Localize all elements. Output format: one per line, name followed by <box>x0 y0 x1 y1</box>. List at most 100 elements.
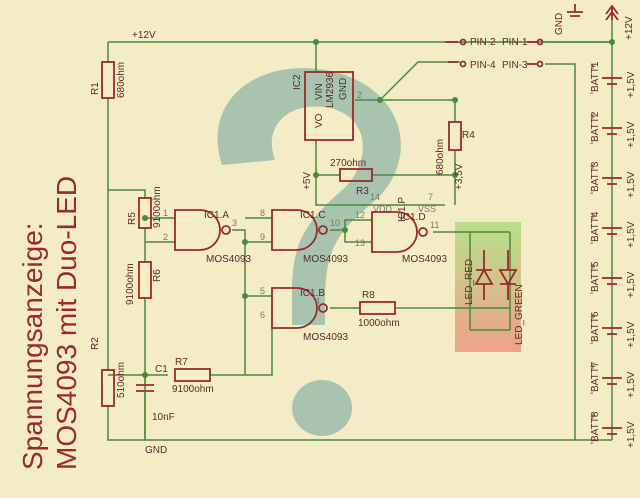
r6-name: R6 <box>152 269 163 282</box>
r4-name: R4 <box>462 130 475 141</box>
pin2-label: PIN-2 <box>470 37 496 48</box>
ic2-name: IC2 <box>292 74 303 90</box>
gate-ic1b: IC1.B MOS4093 5 6 4 <box>260 286 348 343</box>
ic1p-vdd: VDD <box>373 204 393 214</box>
capacitor-c1: C1 10nF <box>136 364 175 440</box>
battery-plates <box>602 377 622 385</box>
battery-voltage: +1,5V <box>626 371 637 398</box>
v5-label: +5V <box>302 172 313 190</box>
battery-plates <box>602 177 622 185</box>
battery-plates <box>602 127 622 135</box>
battery-cell: BATT6+1,5V+- <box>590 311 637 349</box>
resistor-r3: 270ohm R3 <box>330 158 373 197</box>
c1-value: 10nF <box>152 412 175 423</box>
battery-plus: + <box>590 262 596 273</box>
ic1a-pin2: 2 <box>163 232 168 242</box>
ic1c-part: MOS4093 <box>303 254 348 265</box>
battery-name: BATT3 <box>590 161 601 192</box>
ic1p-vss: VSS <box>418 204 436 214</box>
battery-plus: + <box>590 362 596 373</box>
r6-value: 9100ohm <box>125 263 136 305</box>
r4-value: 680ohm <box>435 139 446 175</box>
connectors: PIN-2 PIN-4 PIN-1 PIN-3 <box>445 37 544 71</box>
right-v12-label: +12V <box>624 16 635 40</box>
battery-cell: BATT8+1,5V+- <box>590 411 637 449</box>
ic1b-name: IC1.B <box>300 288 325 299</box>
battery-plus: + <box>590 162 596 173</box>
ic1d-name: IC1.D <box>400 212 426 223</box>
resistor-r6: 9100ohm R6 <box>125 261 163 305</box>
ic1c-pin9: 9 <box>260 232 265 242</box>
gate-ic1a: IC1.A MOS4093 1 2 3 <box>163 208 251 265</box>
resistor-r8: R8 1000ohm <box>358 290 400 329</box>
r7-name: R7 <box>175 357 188 368</box>
battery-cell: BATT5+1,5V+- <box>590 261 637 299</box>
ic1b-part: MOS4093 <box>303 332 348 343</box>
ic1b-pin4: 4 <box>315 296 320 306</box>
battery-minus: - <box>590 288 593 299</box>
ic1p-name: IC1.P <box>397 197 408 222</box>
r1-value: 680ohm <box>116 62 127 98</box>
r7-value: 9100ohm <box>172 384 214 395</box>
r1-name: R1 <box>90 82 101 95</box>
battery-minus: - <box>590 138 593 149</box>
pin4-label: PIN-4 <box>470 60 496 71</box>
battery-cell: BATT4+1,5V+- <box>590 211 637 249</box>
gnd-label: GND <box>145 445 167 456</box>
resistor-r1: R1 680ohm <box>90 61 127 99</box>
ic1a-name: IC1.A <box>204 210 229 221</box>
ic1b-pin6: 6 <box>260 310 265 320</box>
battery-plus: + <box>590 212 596 223</box>
resistor-r5: R5 9100ohm <box>127 186 163 229</box>
resistor-r4: R4 680ohm <box>435 121 475 175</box>
battery-minus: - <box>590 338 593 349</box>
r2-name: R2 <box>90 337 101 350</box>
battery-name: BATT2 <box>590 111 601 142</box>
r3-value: 270ohm <box>330 158 366 169</box>
ic2-gnd: GND <box>338 78 349 100</box>
resistor-r7: R7 9100ohm <box>172 357 214 395</box>
battery-plates <box>602 427 622 435</box>
battery-name: BATT5 <box>590 261 601 292</box>
r5-value: 9100ohm <box>152 186 163 228</box>
regulator-ic2: IC2 VIN LM2936 GND VO 2 <box>292 71 362 141</box>
battery-minus: - <box>590 188 593 199</box>
battery-plus: + <box>590 412 596 423</box>
battery-plus: + <box>590 112 596 123</box>
title-line2: MOS4093 mit Duo-LED <box>51 176 82 470</box>
battery-plus: + <box>590 312 596 323</box>
resistor-r2: R2 510ohm <box>90 337 127 407</box>
r8-name: R8 <box>362 290 375 301</box>
battery-name: BATT6 <box>590 311 601 342</box>
r8-value: 1000ohm <box>358 318 400 329</box>
ic1a-pin1: 1 <box>163 208 168 218</box>
battery-cell: BATT2+1,5V+- <box>590 111 637 149</box>
battery-plates <box>602 77 622 85</box>
r3-name: R3 <box>356 186 369 197</box>
power-ic: +5V +3,5V 14 7 VDD VSS IC1.P <box>302 163 465 222</box>
ic1d-pin11: 11 <box>430 220 439 230</box>
led-green-label: LED_GREEN <box>514 284 525 345</box>
gate-ic1c: IC1.C MOS4093 8 9 10 <box>260 208 348 265</box>
ic1p-pin14: 14 <box>370 192 380 202</box>
battery-stack: BATT1+1,5V+-BATT2+1,5V+-BATT3+1,5V+-BATT… <box>590 61 637 449</box>
right-rail-symbols: GND +12V <box>554 4 635 40</box>
ic1a-part: MOS4093 <box>206 254 251 265</box>
ic2-vo: VO <box>314 113 325 128</box>
r2-value: 510ohm <box>116 362 127 398</box>
ic1c-pin10: 10 <box>330 218 340 228</box>
gate-ic1d: IC1.D MOS4093 12 13 11 <box>355 210 447 265</box>
question-mark-watermark <box>217 68 401 436</box>
battery-plates <box>602 227 622 235</box>
v35-label: +3,5V <box>454 163 465 190</box>
battery-name: BATT1 <box>590 61 601 92</box>
ic2-vin: VIN <box>314 83 325 100</box>
ic1d-part: MOS4093 <box>402 254 447 265</box>
duo-led: LED_RED LED_GREEN <box>464 250 525 345</box>
wires <box>107 20 613 441</box>
vplus-label: +12V <box>132 30 156 41</box>
battery-minus: - <box>590 438 593 449</box>
c1-name: C1 <box>155 364 168 375</box>
ic1p-pin7: 7 <box>428 192 433 202</box>
